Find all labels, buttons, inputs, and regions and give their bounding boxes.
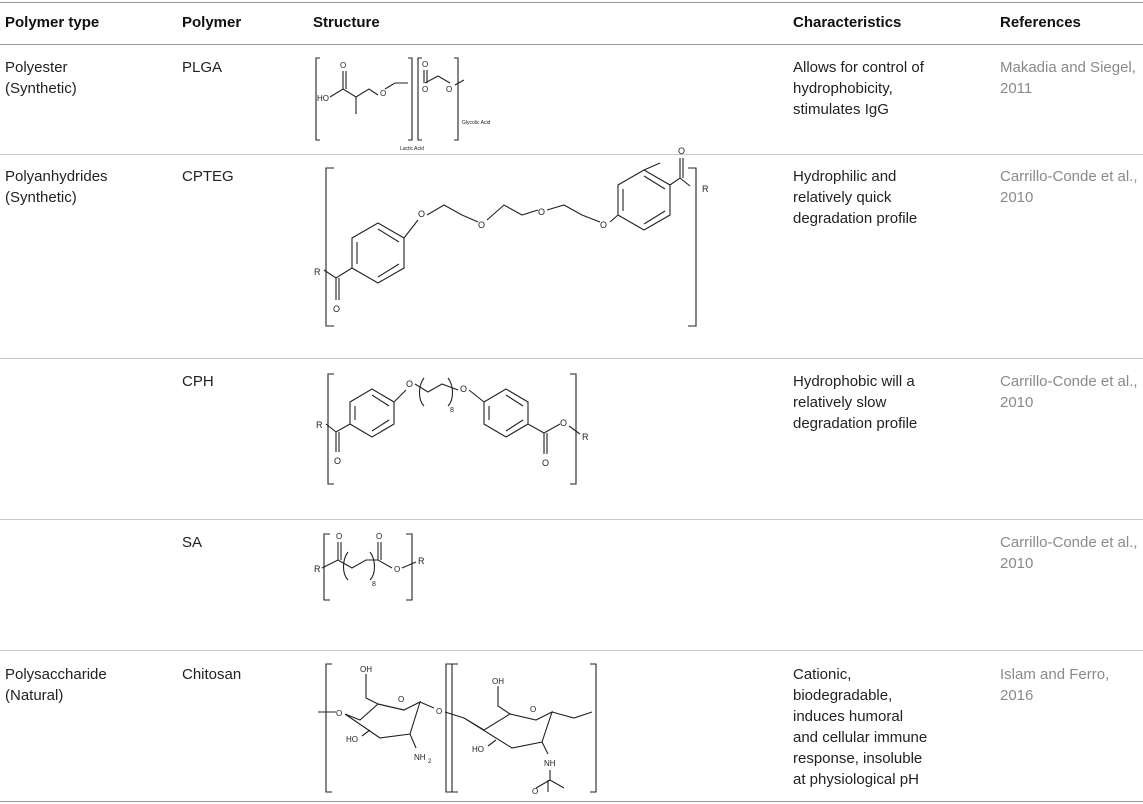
plga-o-label-5: O xyxy=(446,85,452,94)
cph-o-label-2: O xyxy=(406,379,413,389)
cph-o-label-5: O xyxy=(560,418,567,428)
sa-structure-diagram: R O 8 O O R xyxy=(314,532,425,601)
chitosan-oh-label-2: OH xyxy=(492,677,504,686)
row-cpteg-polymer: CPTEG xyxy=(182,168,234,185)
cph-o-label-3: O xyxy=(460,384,467,394)
plga-glycolic-acid-label: Glycolic Acid xyxy=(462,120,491,126)
header-polymer-type: Polymer type xyxy=(5,14,100,31)
chitosan-nh-label: NH xyxy=(544,759,556,768)
row-cpteg-type: Polyanhydrides (Synthetic) xyxy=(5,168,108,206)
cph-subscript-8: 8 xyxy=(450,407,454,414)
cpteg-structure-diagram: R O O O O O O R xyxy=(314,146,709,327)
cph-structure-diagram: R O O 8 O O O R xyxy=(316,373,589,485)
cpteg-r-label-left: R xyxy=(314,267,321,277)
chitosan-o-label-1: O xyxy=(336,709,342,718)
row-cph-characteristics: Hydrophobic will a relatively slow degra… xyxy=(793,373,918,432)
row-chitosan-polymer: Chitosan xyxy=(182,666,242,683)
cpteg-o-label-6: O xyxy=(678,146,685,156)
row-chitosan-characteristics: Cationic, biodegradable, induces humoral… xyxy=(793,666,928,788)
chitosan-ho-label-2: HO xyxy=(472,745,484,754)
row-divider xyxy=(0,358,1143,359)
row-cpteg-reference: Carrillo-Conde et al., 2010 xyxy=(1000,168,1138,206)
table-top-rule xyxy=(0,2,1143,3)
row-sa-polymer: SA xyxy=(182,534,203,551)
cph-r-label-right: R xyxy=(582,432,589,442)
row-divider xyxy=(0,519,1143,520)
plga-o-label-2: O xyxy=(380,89,386,98)
plga-o-label-3: O xyxy=(422,60,428,69)
plga-lactic-acid-label: Lactic Acid xyxy=(400,146,424,152)
chitosan-oh-label-1: OH xyxy=(360,665,372,674)
cph-o-label-4: O xyxy=(542,458,549,468)
table-bottom-rule xyxy=(0,801,1143,802)
header-structure: Structure xyxy=(313,14,380,31)
sa-r-label-right: R xyxy=(418,556,425,566)
chitosan-o-label-2: O xyxy=(398,695,404,704)
chitosan-nh2-subscript: 2 xyxy=(428,759,432,765)
cpteg-o-label-5: O xyxy=(600,220,607,230)
cpteg-o-label-1: O xyxy=(333,304,340,314)
chitosan-ho-label-1: HO xyxy=(346,735,358,744)
row-chitosan-type: Polysaccharide (Natural) xyxy=(5,666,107,704)
cpteg-o-label-4: O xyxy=(538,207,545,217)
sa-o-label-2: O xyxy=(376,532,382,541)
chitosan-o-label-4: O xyxy=(530,705,536,714)
cph-r-label-left: R xyxy=(316,420,323,430)
sa-subscript-8: 8 xyxy=(372,581,376,588)
header-references: References xyxy=(1000,14,1081,31)
chitosan-nh2-label: NH xyxy=(414,753,426,762)
plga-o-label-1: O xyxy=(340,61,346,70)
chitosan-structure-diagram: OH O O HO NH 2 O OH O HO NH O xyxy=(318,663,597,796)
cpteg-o-label-3: O xyxy=(478,220,485,230)
cpteg-o-label-2: O xyxy=(418,209,425,219)
row-plga-reference: Makadia and Siegel, 2011 xyxy=(1000,59,1136,97)
sa-r-label-left: R xyxy=(314,564,321,574)
cpteg-r-label-right: R xyxy=(702,184,709,194)
row-divider xyxy=(0,154,1143,155)
row-cph-polymer: CPH xyxy=(182,373,214,390)
header-bottom-rule xyxy=(0,44,1143,45)
row-divider xyxy=(0,650,1143,651)
row-chitosan-reference: Islam and Ferro, 2016 xyxy=(1000,666,1110,704)
chitosan-o-label-3: O xyxy=(436,707,442,716)
row-sa-reference: Carrillo-Conde et al., 2010 xyxy=(1000,534,1138,572)
chitosan-o-label-5: O xyxy=(532,787,538,796)
row-cpteg-characteristics: Hydrophilic and relatively quick degrada… xyxy=(793,168,918,227)
plga-ho-label: HO xyxy=(317,94,329,103)
header-characteristics: Characteristics xyxy=(793,14,902,31)
cph-o-label-1: O xyxy=(334,456,341,466)
header-polymer: Polymer xyxy=(182,14,242,31)
plga-structure-diagram: HO O O O O O Lactic Acid Glycolic Acid xyxy=(315,57,491,152)
row-plga-polymer: PLGA xyxy=(182,59,223,76)
row-cph-reference: Carrillo-Conde et al., 2010 xyxy=(1000,373,1138,411)
sa-o-label-3: O xyxy=(394,565,400,574)
row-plga-characteristics: Allows for control of hydrophobicity, st… xyxy=(793,59,924,118)
sa-o-label-1: O xyxy=(336,532,342,541)
plga-o-label-4: O xyxy=(422,85,428,94)
row-plga-type: Polyester (Synthetic) xyxy=(5,59,77,97)
